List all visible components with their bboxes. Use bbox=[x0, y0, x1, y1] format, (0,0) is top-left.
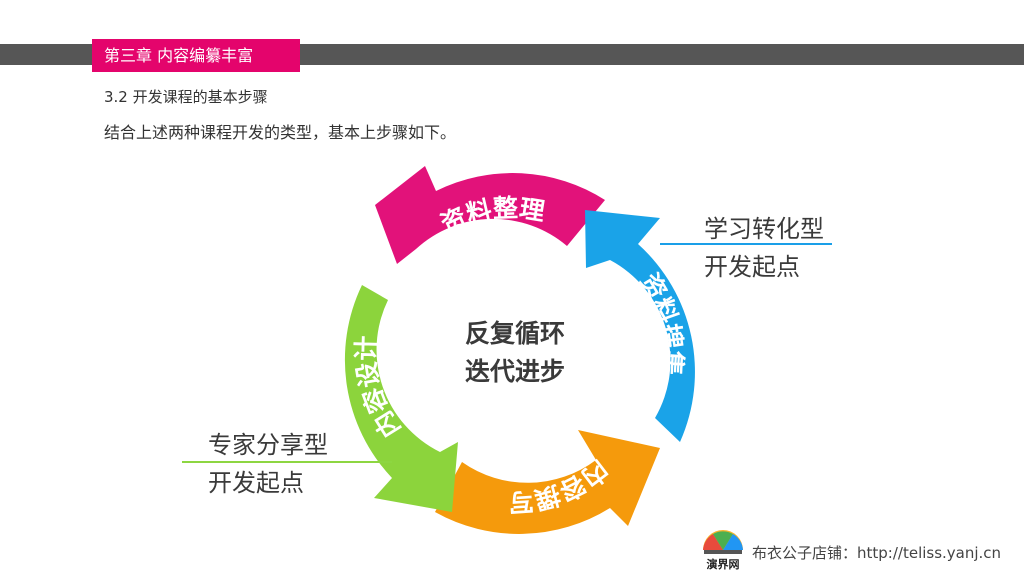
intro-text: 结合上述两种课程开发的类型，基本上步骤如下。 bbox=[104, 123, 457, 142]
chapter-tag: 第三章 内容编纂丰富 bbox=[92, 39, 300, 72]
right-label-line1: 学习转化型 bbox=[704, 215, 824, 243]
label-expert-share: 专家分享型 开发起点 bbox=[208, 426, 328, 502]
left-label-line1: 专家分享型 bbox=[208, 431, 328, 459]
label-learning-transform: 学习转化型 开发起点 bbox=[704, 210, 824, 286]
footer: 演界网 布衣公子店铺：http://teliss.yanj.cn bbox=[690, 522, 1024, 576]
left-label-line2: 开发起点 bbox=[208, 469, 304, 497]
center-line-2: 迭代进步 bbox=[464, 357, 565, 386]
logo-icon: 演界网 bbox=[703, 530, 743, 571]
logo-text: 演界网 bbox=[707, 557, 740, 571]
right-label-line2: 开发起点 bbox=[704, 253, 800, 281]
cycle-arrow-top bbox=[375, 166, 605, 264]
cycle-arrow-right bbox=[585, 210, 695, 442]
cycle-arrow-bottom bbox=[435, 430, 660, 534]
center-line-1: 反复循环 bbox=[464, 319, 565, 348]
right-label-line bbox=[660, 243, 832, 245]
left-label-line bbox=[182, 461, 392, 463]
step-label-right: 资料搜集 bbox=[635, 268, 688, 377]
cycle-center-text: 反复循环 迭代进步 bbox=[440, 315, 590, 391]
cycle-arrow-left bbox=[344, 285, 458, 512]
footer-shop-link[interactable]: 布衣公子店铺：http://teliss.yanj.cn bbox=[752, 544, 1002, 562]
svg-text:资料搜集: 资料搜集 bbox=[635, 268, 688, 377]
section-title: 3.2 开发课程的基本步骤 bbox=[104, 88, 268, 106]
